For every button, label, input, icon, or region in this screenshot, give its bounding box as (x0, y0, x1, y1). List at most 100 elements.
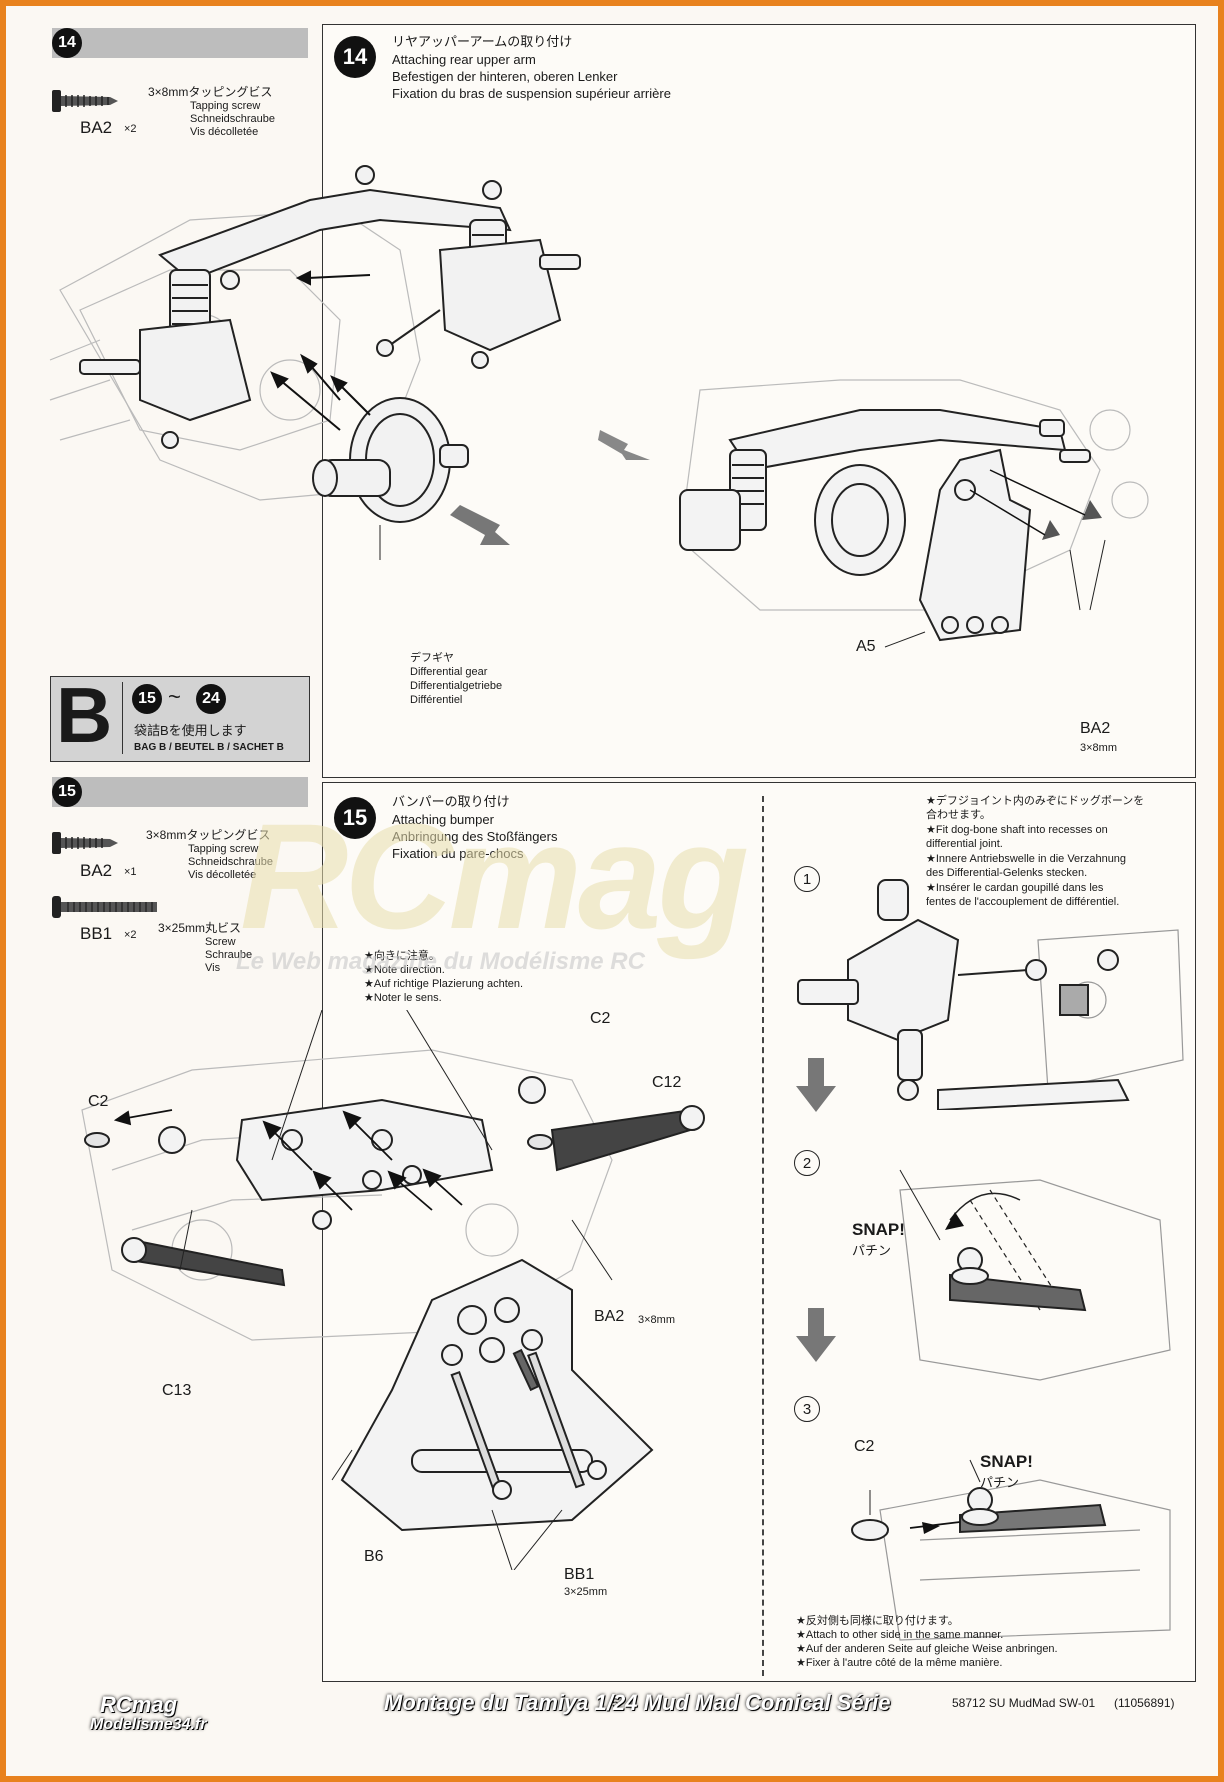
step14-title-en: Attaching rear upper arm (392, 52, 536, 67)
step15-label-bb1: BB1 (564, 1566, 595, 1583)
step15-label-c2-b: C2 (590, 1010, 611, 1027)
step15-part1-name-fr: Vis décolletée (188, 869, 257, 881)
step15-note-fr: ★Noter le sens. (364, 992, 442, 1004)
step14-number-badge: 14 (52, 28, 82, 58)
step14-title-jp: リヤアッパーアームの取り付け (392, 34, 573, 49)
step15-title-de: Anbringung des Stoßfängers (392, 829, 558, 844)
step15-part1-spec: 3×8mmタッピングビス (146, 828, 271, 842)
step14-label-ba2: BA2 (1080, 720, 1111, 737)
snap-label-en: SNAP! (852, 1220, 905, 1239)
footer-code: (11056891) (1114, 1696, 1175, 1710)
diff-label-en: Differential gear (410, 666, 488, 678)
step14-suspension-drawing (49, 165, 581, 560)
step14-title-de: Befestigen der hinteren, oberen Lenker (392, 69, 618, 84)
step15-part2-code: BB1 (80, 924, 113, 943)
watermark-tagline: Le Web magazine du Modélisme RC (236, 948, 645, 975)
bag-to: 24 (202, 690, 220, 707)
bag-b-divider (122, 682, 123, 754)
step15-part2-name-en: Screw (205, 936, 236, 948)
dogbone-note-jp-2: 合わせます。 (926, 809, 991, 821)
substep3-label-c2: C2 (854, 1438, 875, 1455)
step15-note-de: ★Auf richtige Plazierung achten. (364, 978, 524, 990)
step15-label-c13: C13 (162, 1382, 192, 1399)
dogbone-note-de-2: des Differential-Gelenks stecken. (926, 867, 1088, 879)
step15-title-jp: バンパーの取り付け (392, 794, 510, 809)
step15-part1-code: BA2 (80, 861, 113, 880)
bag-to-badge: 24 (196, 684, 226, 714)
bag-tilde: ~ (168, 684, 181, 709)
snap2-label-en: SNAP! (980, 1452, 1033, 1471)
bag-b-letter: B (56, 671, 113, 759)
dogbone-note-jp-1: ★デフジョイント内のみぞにドッグボーンを (926, 795, 1145, 807)
bag-line-jp: 袋詰Bを使用します (134, 723, 247, 738)
dogbone-note-en-2: differential joint. (926, 838, 1003, 850)
step14-part-code: BA2 (80, 118, 113, 137)
substep-1-number: 1 (802, 870, 812, 888)
step15-part1-name-en: Tapping screw (188, 843, 259, 855)
down-arrow-icon-1 (796, 1058, 836, 1112)
substep-2-badge: 2 (794, 1150, 820, 1176)
footer-page-number: 5 (612, 1696, 619, 1710)
step15-title-badge: 15 (334, 797, 376, 839)
step15-note-jp: ★向きに注意。 (364, 950, 440, 962)
step15-part2-name-de: Schraube (205, 949, 253, 961)
substep-3-number: 3 (802, 1400, 812, 1418)
step15-part1-qty: ×1 (124, 866, 137, 878)
step14-number: 14 (58, 34, 76, 51)
step14-title-badge: 14 (334, 36, 376, 78)
diff-label-fr: Différentiel (410, 694, 463, 706)
step14-part-qty: ×2 (124, 123, 137, 135)
step14-part-name-en: Tapping screw (190, 100, 261, 112)
step14-part-name-fr: Vis décolletée (190, 126, 259, 138)
step15-note-en: ★Note direction. (364, 964, 445, 976)
step15-title-fr: Fixation du pare-chocs (392, 846, 524, 861)
step14-result-arrow-icon (598, 430, 650, 460)
step14-part-spec: 3×8mmタッピングビス (148, 85, 273, 99)
step15-number-badge: 15 (52, 777, 82, 807)
snap-label-jp: パチン (852, 1243, 892, 1258)
other-side-note-fr: ★Fixer à l'autre côté de la même manière… (796, 1657, 1003, 1669)
other-side-note-de: ★Auf der anderen Seite auf gleiche Weise… (796, 1643, 1058, 1655)
substep-3-badge: 3 (794, 1396, 820, 1422)
footer-caption: Montage du Tamiya 1/24 Mud Mad Comical S… (384, 1690, 891, 1715)
step15-label-c2-a: C2 (88, 1093, 109, 1110)
diff-label-jp: デフギヤ (410, 652, 454, 664)
footer-brand-rcmag: RCmag (100, 1692, 178, 1717)
substep-2-number: 2 (802, 1154, 812, 1172)
step15-part1-name-de: Schneidschraube (188, 856, 274, 868)
ba2-screw-icon-2 (52, 832, 118, 854)
step15-header-bar (52, 777, 308, 807)
step15-title-number: 15 (342, 805, 368, 830)
other-side-note-en: ★Attach to other side in the same manner… (796, 1629, 1004, 1641)
step14-header-bar (52, 28, 308, 58)
snap2-label-jp: パチン (980, 1475, 1020, 1490)
step15-part2-qty: ×2 (124, 929, 137, 941)
step15-number: 15 (58, 783, 76, 800)
watermark-logo: RCmag (240, 792, 749, 960)
substep1-dogbone-drawing (797, 879, 1184, 1110)
other-side-note-jp: ★反対側も同様に取り付けます。 (796, 1615, 959, 1627)
step15-label-ba2-size: 3×8mm (638, 1314, 675, 1326)
step15-label-bb1-size: 3×25mm (564, 1586, 608, 1598)
step15-label-ba2: BA2 (594, 1308, 625, 1325)
bag-line-multi: BAG B / BEUTEL B / SACHET B (134, 742, 284, 753)
ba2-screw-icon (52, 90, 118, 112)
step15-label-c12: C12 (652, 1074, 682, 1091)
bag-b-box (50, 676, 310, 762)
step14-label-ba2-size: 3×8mm (1080, 742, 1117, 754)
step15-bumper-drawing (81, 1010, 705, 1570)
step14-title-number: 14 (342, 44, 368, 69)
dogbone-note-fr-2: fentes de l'accouplement de différentiel… (926, 896, 1120, 908)
substep3-washer-drawing (851, 1459, 1171, 1641)
bag-from-badge: 15 (132, 684, 162, 714)
substep-1-badge: 1 (794, 866, 820, 892)
footer-brand-site: Modelisme34.fr (90, 1716, 207, 1733)
step15-part2-spec: 3×25mm丸ビス (158, 921, 242, 935)
step14-title-fr: Fixation du bras de suspension supérieur… (392, 86, 671, 101)
step14-part-name-de: Schneidschraube (190, 113, 276, 125)
dogbone-note-de-1: ★Innere Antriebswelle in die Verzahnung (926, 853, 1127, 865)
step14-result-drawing (679, 379, 1149, 648)
dogbone-note-en-1: ★Fit dog-bone shaft into recesses on (926, 824, 1108, 836)
step15-panel (322, 782, 1196, 1682)
